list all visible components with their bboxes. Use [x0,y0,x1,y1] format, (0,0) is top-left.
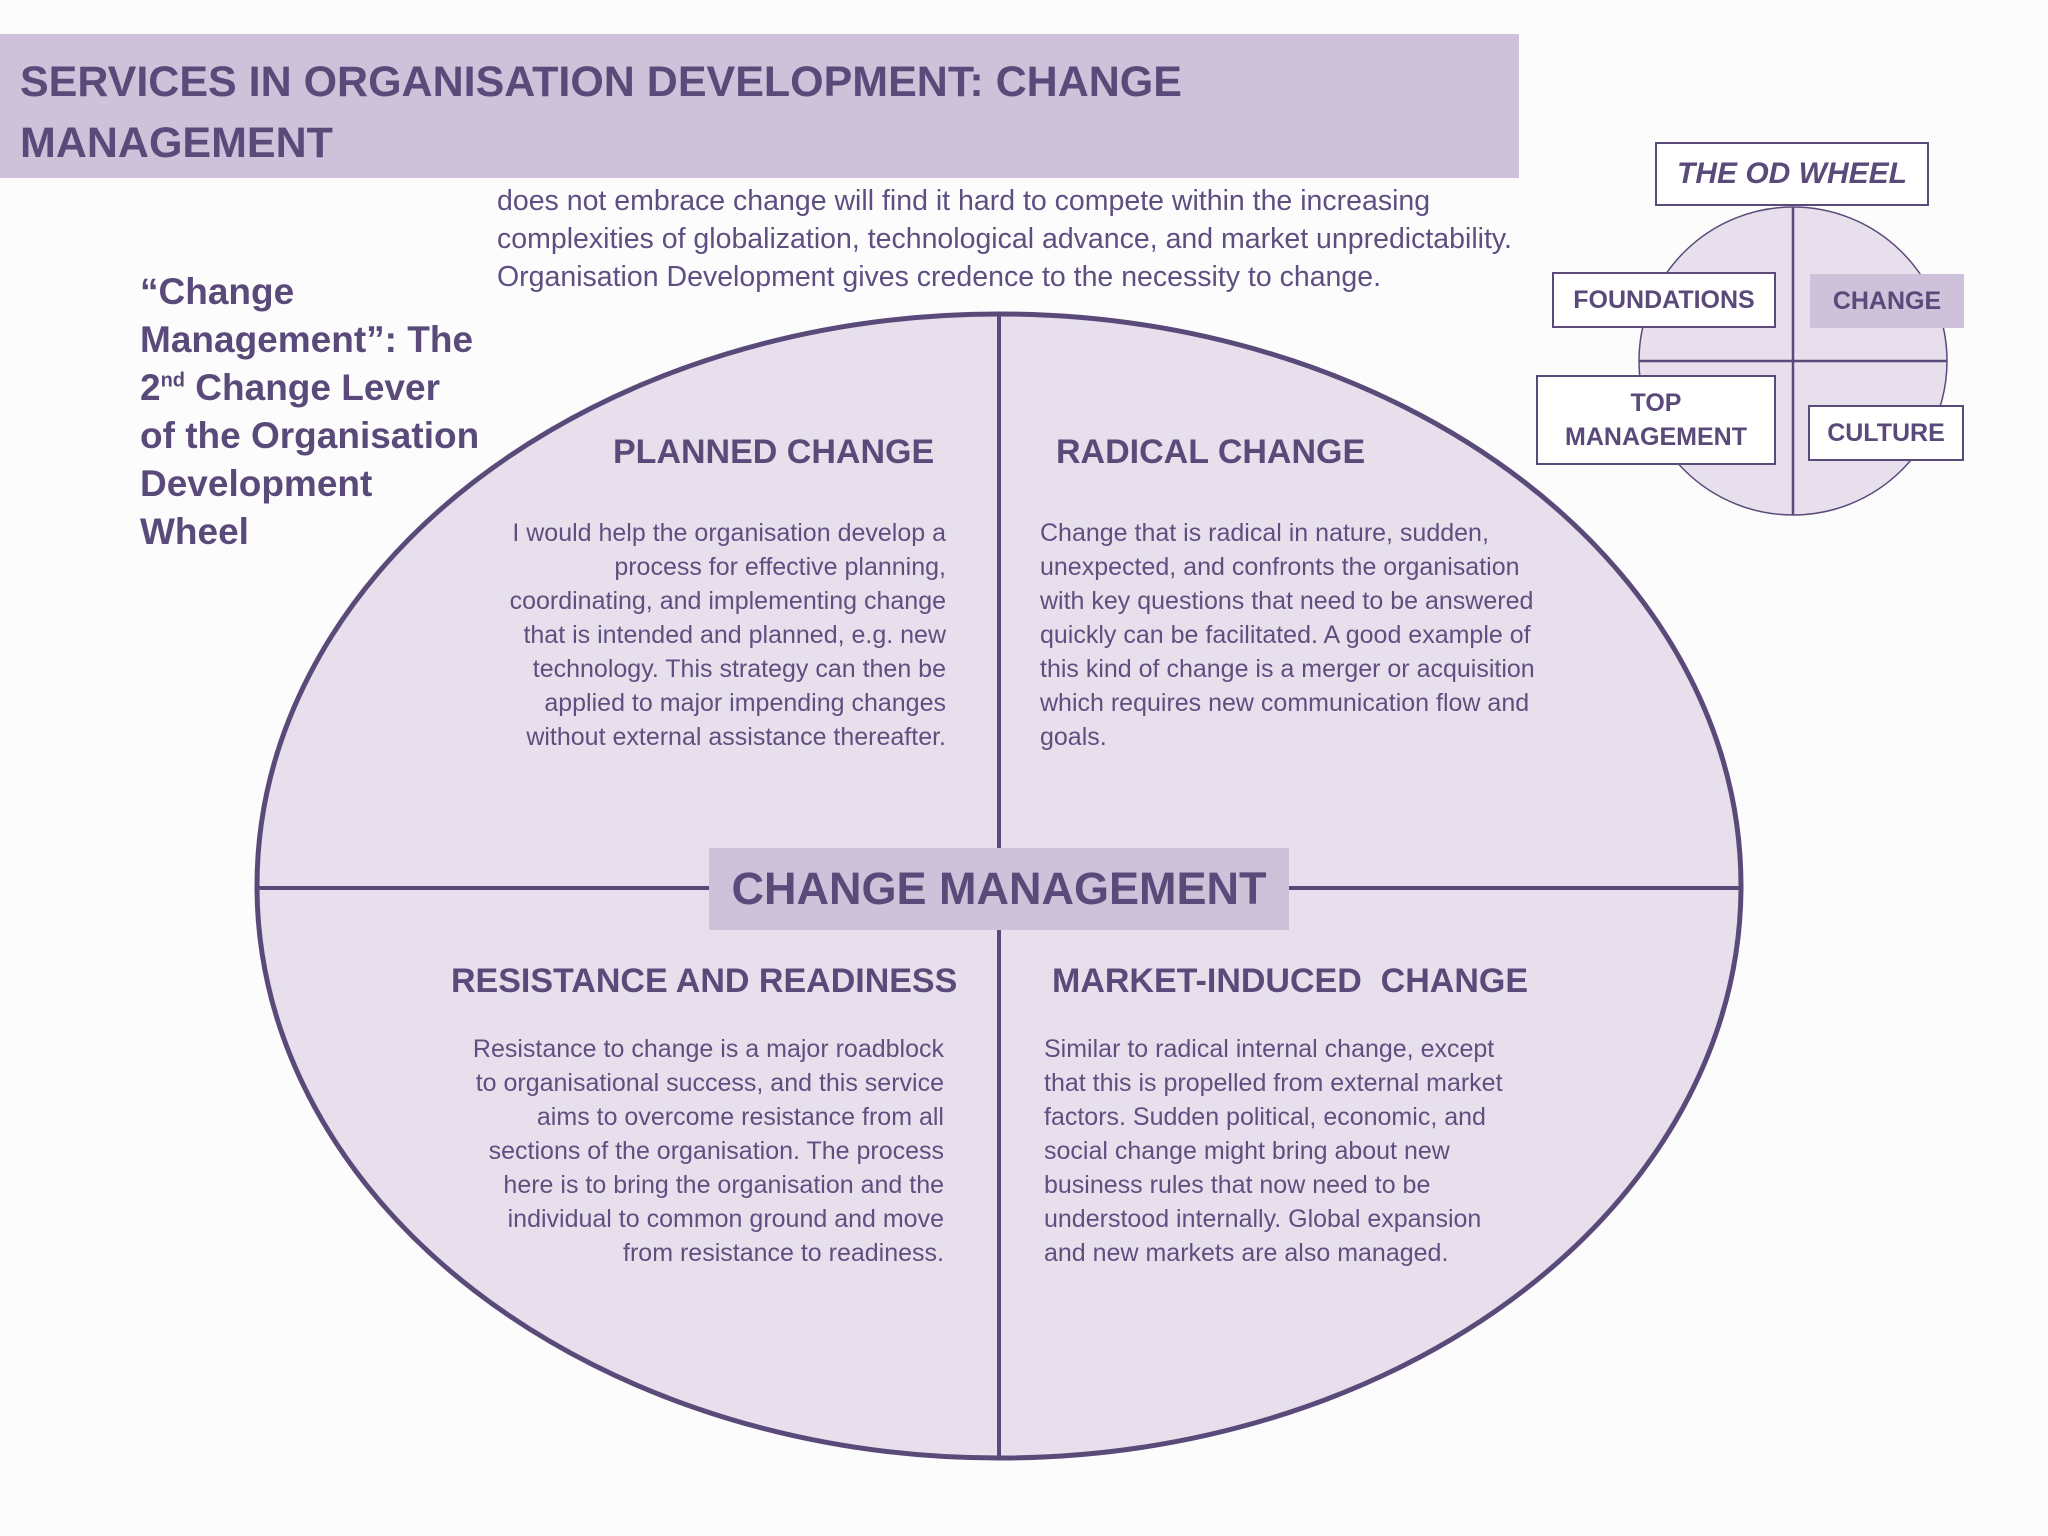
side-heading-part1: “Change Management”: The 2 [140,271,474,408]
page-title: SERVICES IN ORGANISATION DEVELOPMENT: CH… [20,58,1182,167]
od-wheel-top-management: TOP MANAGEMENT [1536,375,1776,465]
market-induced-change-title: MARKET-INDUCED CHANGE [1052,962,1528,1000]
od-wheel-title: THE OD WHEEL [1655,142,1929,206]
od-wheel-culture: CULTURE [1808,405,1964,461]
planned-change-text: I would help the organisation develop a … [509,519,946,751]
radical-change-text: Change that is radical in nature, sudden… [1040,519,1535,751]
side-heading-part2: Change Lever of the Organisation Develop… [140,367,480,552]
title-banner [0,34,1519,178]
radical-change-title: RADICAL CHANGE [1056,433,1366,471]
center-label: CHANGE MANAGEMENT [709,848,1289,930]
market-induced-change-text: Similar to radical internal change, exce… [1044,1035,1503,1267]
od-wheel-foundations: FOUNDATIONS [1552,272,1776,328]
resistance-readiness-title: RESISTANCE AND READINESS [451,962,958,1000]
side-heading: “Change Management”: The 2nd Change Leve… [140,268,480,556]
od-wheel-change: CHANGE [1810,274,1964,328]
side-heading-ordinal: nd [160,369,186,392]
planned-change-title: PLANNED CHANGE [613,433,935,471]
intro-paragraph: does not embrace change will find it har… [497,185,1512,293]
resistance-readiness-text: Resistance to change is a major roadbloc… [472,1035,944,1267]
